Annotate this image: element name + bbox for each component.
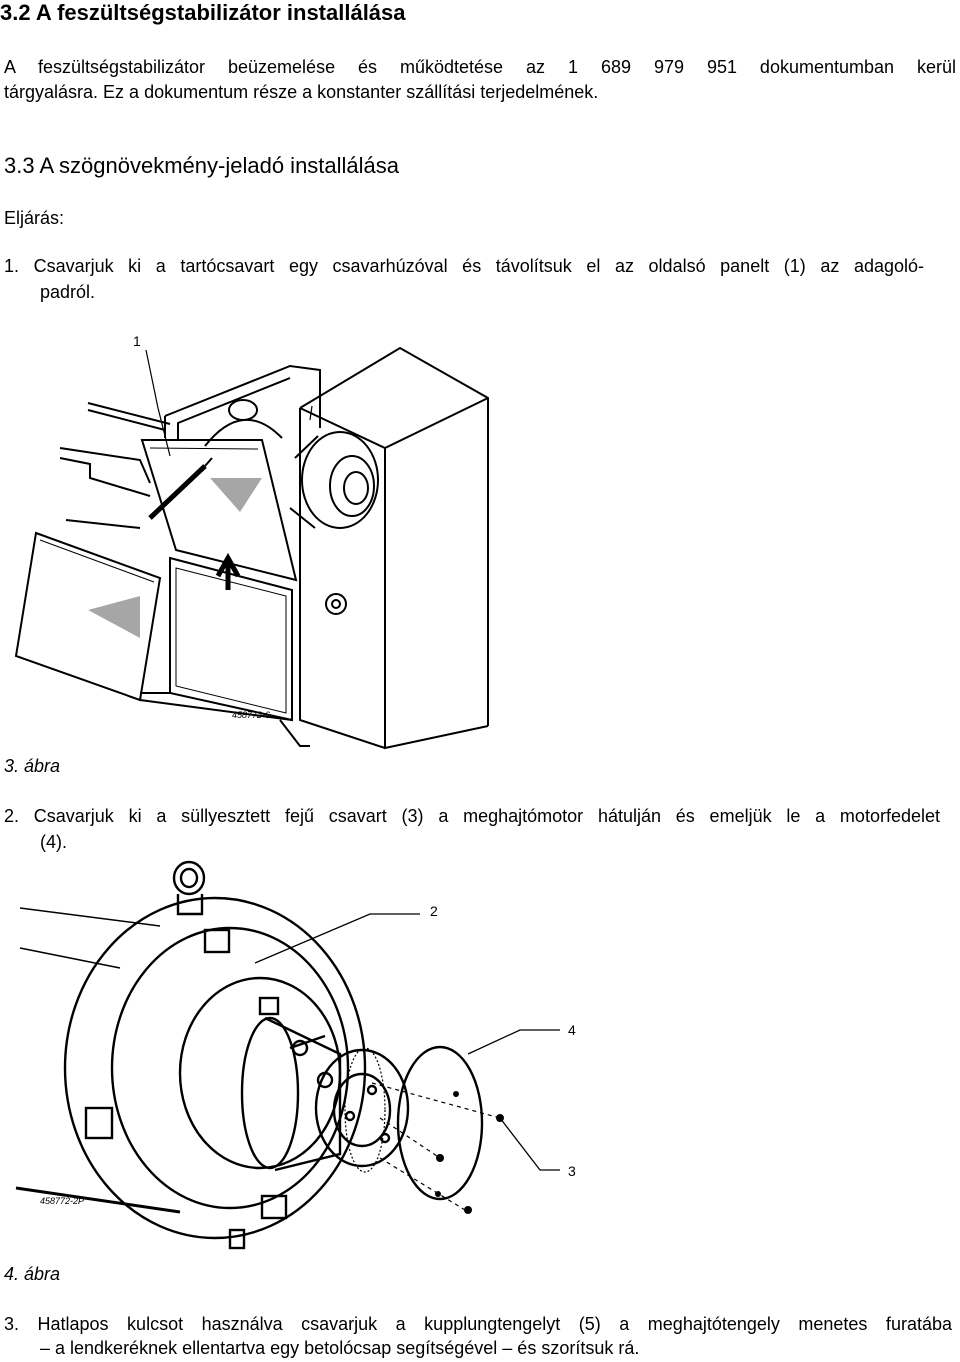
figure-3-code: 458772-6: [232, 710, 270, 720]
section-3-2-paragraph-line2: tárgyalásra. Ez a dokumentum része a kon…: [4, 82, 599, 102]
section-heading-3-2: 3.2 A feszültségstabilizátor installálás…: [0, 0, 406, 25]
step-2-line1: 2. Csavarjuk ki a süllyesztett fejű csav…: [4, 806, 940, 826]
figure-3-caption: 3. ábra: [4, 756, 61, 776]
figure-3-label-1: 1: [133, 333, 141, 349]
figure-4-caption: 4. ábra: [4, 1264, 61, 1284]
figure-4-label-2: 2: [430, 903, 438, 919]
step-1-line1: 1. Csavarjuk ki a tartócsavart egy csava…: [4, 256, 924, 276]
figure-4-code: 458772-2P: [40, 1196, 84, 1206]
section-heading-3-3: 3.3 A szögnövekmény-jeladó installálása: [4, 153, 399, 179]
step-3-line2: – a lendkeréknek ellentartva egy betolóc…: [40, 1338, 640, 1358]
step-1-line2: padról.: [40, 282, 96, 302]
figure-4-illustration: 2 4 3 458772-2P: [15, 860, 576, 1250]
step-3-line1: 3. Hatlapos kulcsot használva csavarjuk …: [4, 1314, 952, 1334]
section-3-2-paragraph-line1: A feszültségstabilizátor beüzemelése és …: [4, 57, 956, 77]
step-2-line2: (4).: [40, 832, 67, 852]
figure-4-label-4: 4: [568, 1022, 576, 1038]
figure-4-label-3: 3: [568, 1163, 576, 1179]
figure-3-illustration: 1 458772-6: [14, 333, 489, 750]
section-heading-3-3-text: 3.3 A szögnövekmény-jeladó installálása: [4, 153, 400, 178]
procedure-label: Eljárás:: [4, 208, 65, 228]
